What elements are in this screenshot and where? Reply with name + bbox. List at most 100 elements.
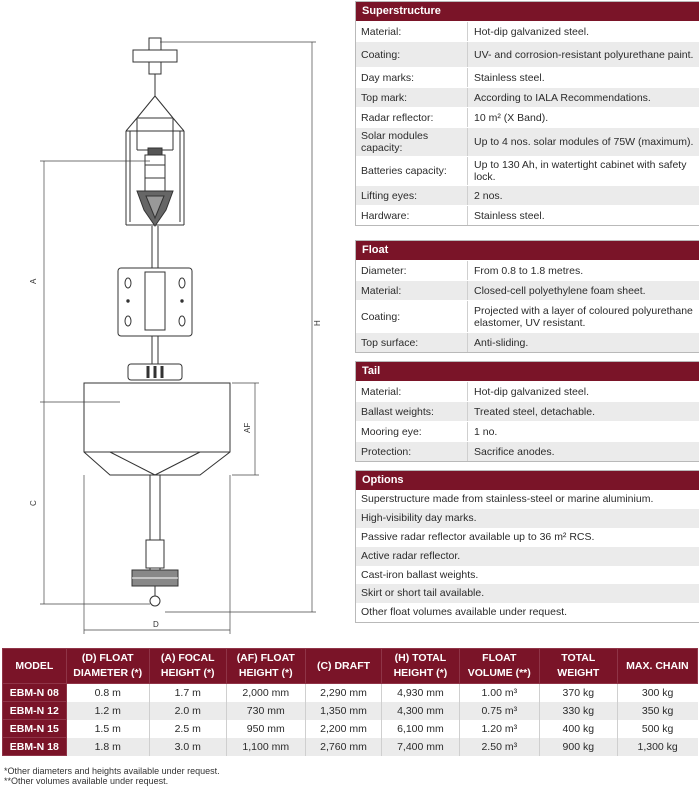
spec-row: Material:Hot-dip galvanized steel. [356,21,699,41]
column-header-line: FLOAT [482,652,517,664]
table-cell: 370 kg [538,683,618,702]
dim-label-a: A [29,278,38,284]
column-header-line: DIAMETER (*) [73,667,143,679]
table-cell: 2,290 mm [304,683,382,702]
table-cell: 1.00 m³ [458,683,540,702]
solar-panel-plate [117,267,193,337]
table-cell: 1,100 mm [225,737,306,756]
spec-value: From 0.8 to 1.8 metres. [474,264,584,277]
option-item: Other float volumes available under requ… [361,606,568,619]
column-header-line: MODEL [15,659,54,672]
spec-value: Sacrifice anodes. [474,445,555,458]
table-cell: 350 kg [616,701,698,720]
spec-row: Protection:Sacrifice anodes. [356,441,699,461]
spec-value: Closed-cell polyethylene foam sheet. [474,284,646,297]
column-header: (C) DRAFT [304,648,383,684]
column-header-line: (C) DRAFT [316,659,371,672]
dim-label-d: D [153,620,159,629]
lantern-light [144,147,166,192]
option-item: Cast-iron ballast weights. [361,568,479,581]
section-title: Options [356,471,699,490]
spec-key: Mooring eye: [356,422,468,441]
top-mark-cross-icon [132,37,178,96]
table-cell: 6,100 mm [381,719,460,738]
option-item: Passive radar reflector available up to … [361,530,595,543]
table-cell: 2.5 m [148,719,227,738]
spec-value: Up to 130 Ah, in watertight cabinet with… [474,159,687,183]
radar-reflector [136,190,174,227]
table-cell: 1.7 m [148,683,227,702]
column-header-line: (A) FOCAL [160,652,215,664]
buoy-technical-drawing: A C H AF D [29,37,322,634]
spec-row: Top mark:According to IALA Recommendatio… [356,87,699,107]
column-header-line: WEIGHT [557,667,600,679]
spec-value: 10 m² (X Band). [474,111,549,124]
spec-key: Solar modules capacity: [356,128,468,156]
dim-label-c: C [29,500,38,506]
spec-row: Day marks: Stainless steel. [356,67,699,87]
spec-key: Top mark: [356,88,468,107]
spec-row: Mooring eye:1 no. [356,421,699,441]
table-cell: 300 kg [616,683,698,702]
options-section: Options Superstructure made from stainle… [355,470,699,624]
float-body [83,382,231,476]
spec-value: 2 nos. [474,189,503,202]
spec-row: Material:Hot-dip galvanized steel. [356,381,699,401]
spec-value: Stainless steel. [474,209,545,222]
table-cell: 730 mm [225,701,306,720]
model-name-cell: EBM-N 12 [2,701,67,720]
spec-value: UV- and corrosion-resistant polyurethane… [474,48,694,61]
table-cell: 2.0 m [148,701,227,720]
table-cell: 330 kg [538,701,618,720]
tail-ballast [131,475,179,607]
spec-row: Coating:Projected with a layer of colour… [356,300,699,332]
spec-key: Hardware: [356,206,468,225]
spec-row: Material: Closed-cell polyethylene foam s… [356,280,699,300]
spec-value: Up to 4 nos. solar modules of 75W (maxim… [474,136,694,148]
option-item: Active radar reflector. [356,546,699,566]
section-title: Float [356,241,699,260]
table-cell: 4,300 mm [381,701,460,720]
spec-row: Ballast weights:Treated steel, detachabl… [356,401,699,421]
spec-row: Solar modules capacity: Up to 4 nos. sola… [356,127,699,156]
spec-key: Day marks: [356,68,468,87]
column-header-line: HEIGHT (*) [238,667,293,679]
spec-value: Projected with a layer of coloured polyu… [474,304,693,329]
spec-key: Material: [356,281,468,300]
float-section: Float Diameter: From 0.8 to 1.8 metres. Ma… [355,240,699,353]
spec-key: Top surface: [356,333,468,352]
table-cell: 3.0 m [148,737,227,756]
table-cell: 950 mm [225,719,306,738]
model-name-cell: EBM-N 15 [2,719,67,738]
table-cell: 900 kg [538,737,618,756]
column-header-line: (AF) FLOAT [236,652,295,664]
section-title: Superstructure [356,2,699,21]
table-cell: 2,000 mm [225,683,306,702]
option-item: Skirt or short tail available. [356,584,699,604]
superstructure-section: Superstructure Material:Hot-dip galvaniz… [355,1,699,226]
spec-key: Radar reflector: [356,108,468,127]
model-name-cell: EBM-N 18 [2,737,67,756]
table-cell: 2,200 mm [304,719,382,738]
table-cell: 2.50 m³ [458,737,540,756]
table-cell: 0.8 m [65,683,150,702]
spec-key: Coating: [356,301,468,332]
spec-row: Top surface:Anti-sliding. [356,332,699,352]
column-header-line: HEIGHT (*) [393,667,448,679]
spec-value: Stainless steel. [474,71,545,84]
table-cell: 500 kg [616,719,698,738]
tail-section: Tail Material:Hot-dip galvanized steel.B… [355,361,699,462]
spec-key: Material: [356,382,468,401]
spec-row: Hardware: Stainless steel. [356,205,699,225]
spec-key: Diameter: [356,261,468,280]
table-cell: 1,350 mm [304,701,382,720]
spec-value: Hot-dip galvanized steel. [474,25,589,38]
footnotes: *Other diameters and heights available u… [4,766,220,786]
